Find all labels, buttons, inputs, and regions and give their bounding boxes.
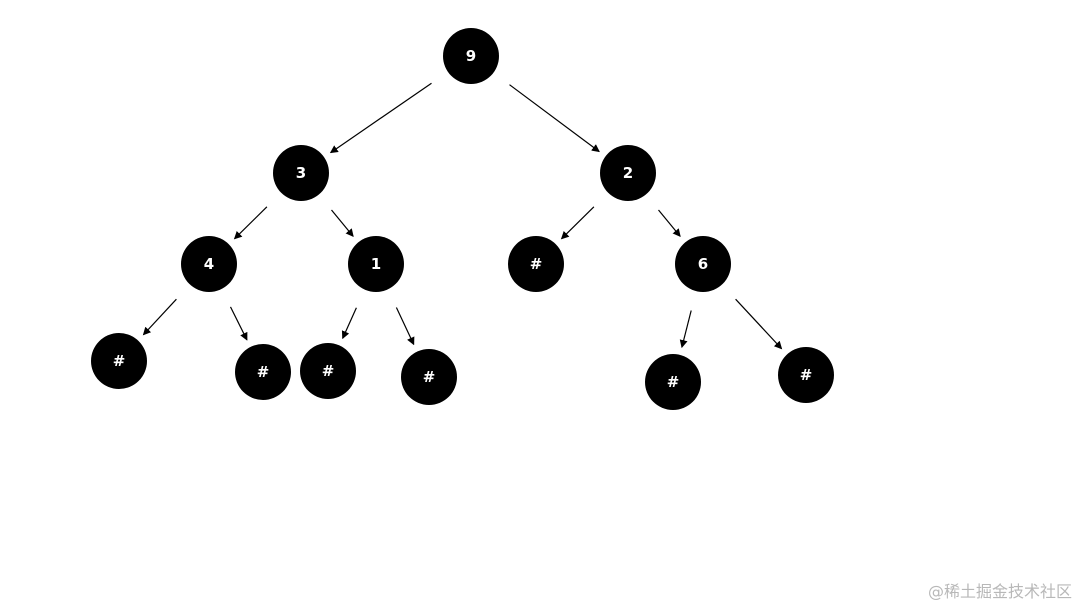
tree-node-null: #: [235, 344, 291, 400]
edge-arrow-n4-to-n4-right: [229, 306, 248, 341]
edge-arrow-n2-to-n6: [658, 209, 681, 237]
tree-node-null: #: [508, 236, 564, 292]
edge-arrow-n1-to-n1-left: [341, 307, 357, 340]
tree-node-3: 3: [273, 145, 329, 201]
edge-arrow-n6-to-n6-left: [679, 310, 692, 349]
tree-node-null: #: [645, 354, 701, 410]
tree-node-null: #: [778, 347, 834, 403]
tree-node-9: 9: [443, 28, 499, 84]
tree-node-6: 6: [675, 236, 731, 292]
edge-arrow-n4-to-n4-left: [142, 298, 177, 336]
edge-arrow-root-to-n3: [329, 82, 432, 154]
edge-arrow-n6-to-n6-right: [735, 298, 783, 350]
watermark-text: @稀土掘金技术社区: [927, 582, 1072, 601]
tree-node-null: #: [401, 349, 457, 405]
tree-node-null: #: [300, 343, 356, 399]
edge-arrow-n1-to-n1-right: [395, 307, 415, 346]
tree-node-2: 2: [600, 145, 656, 201]
edge-arrow-n3-to-n1: [331, 209, 354, 237]
edge-arrow-n3-to-n4: [233, 206, 268, 240]
tree-node-null: #: [91, 333, 147, 389]
tree-node-1: 1: [348, 236, 404, 292]
edge-arrow-root-to-n2: [509, 84, 600, 153]
edge-arrow-n2-to-n2-left: [560, 206, 595, 240]
tree-node-4: 4: [181, 236, 237, 292]
